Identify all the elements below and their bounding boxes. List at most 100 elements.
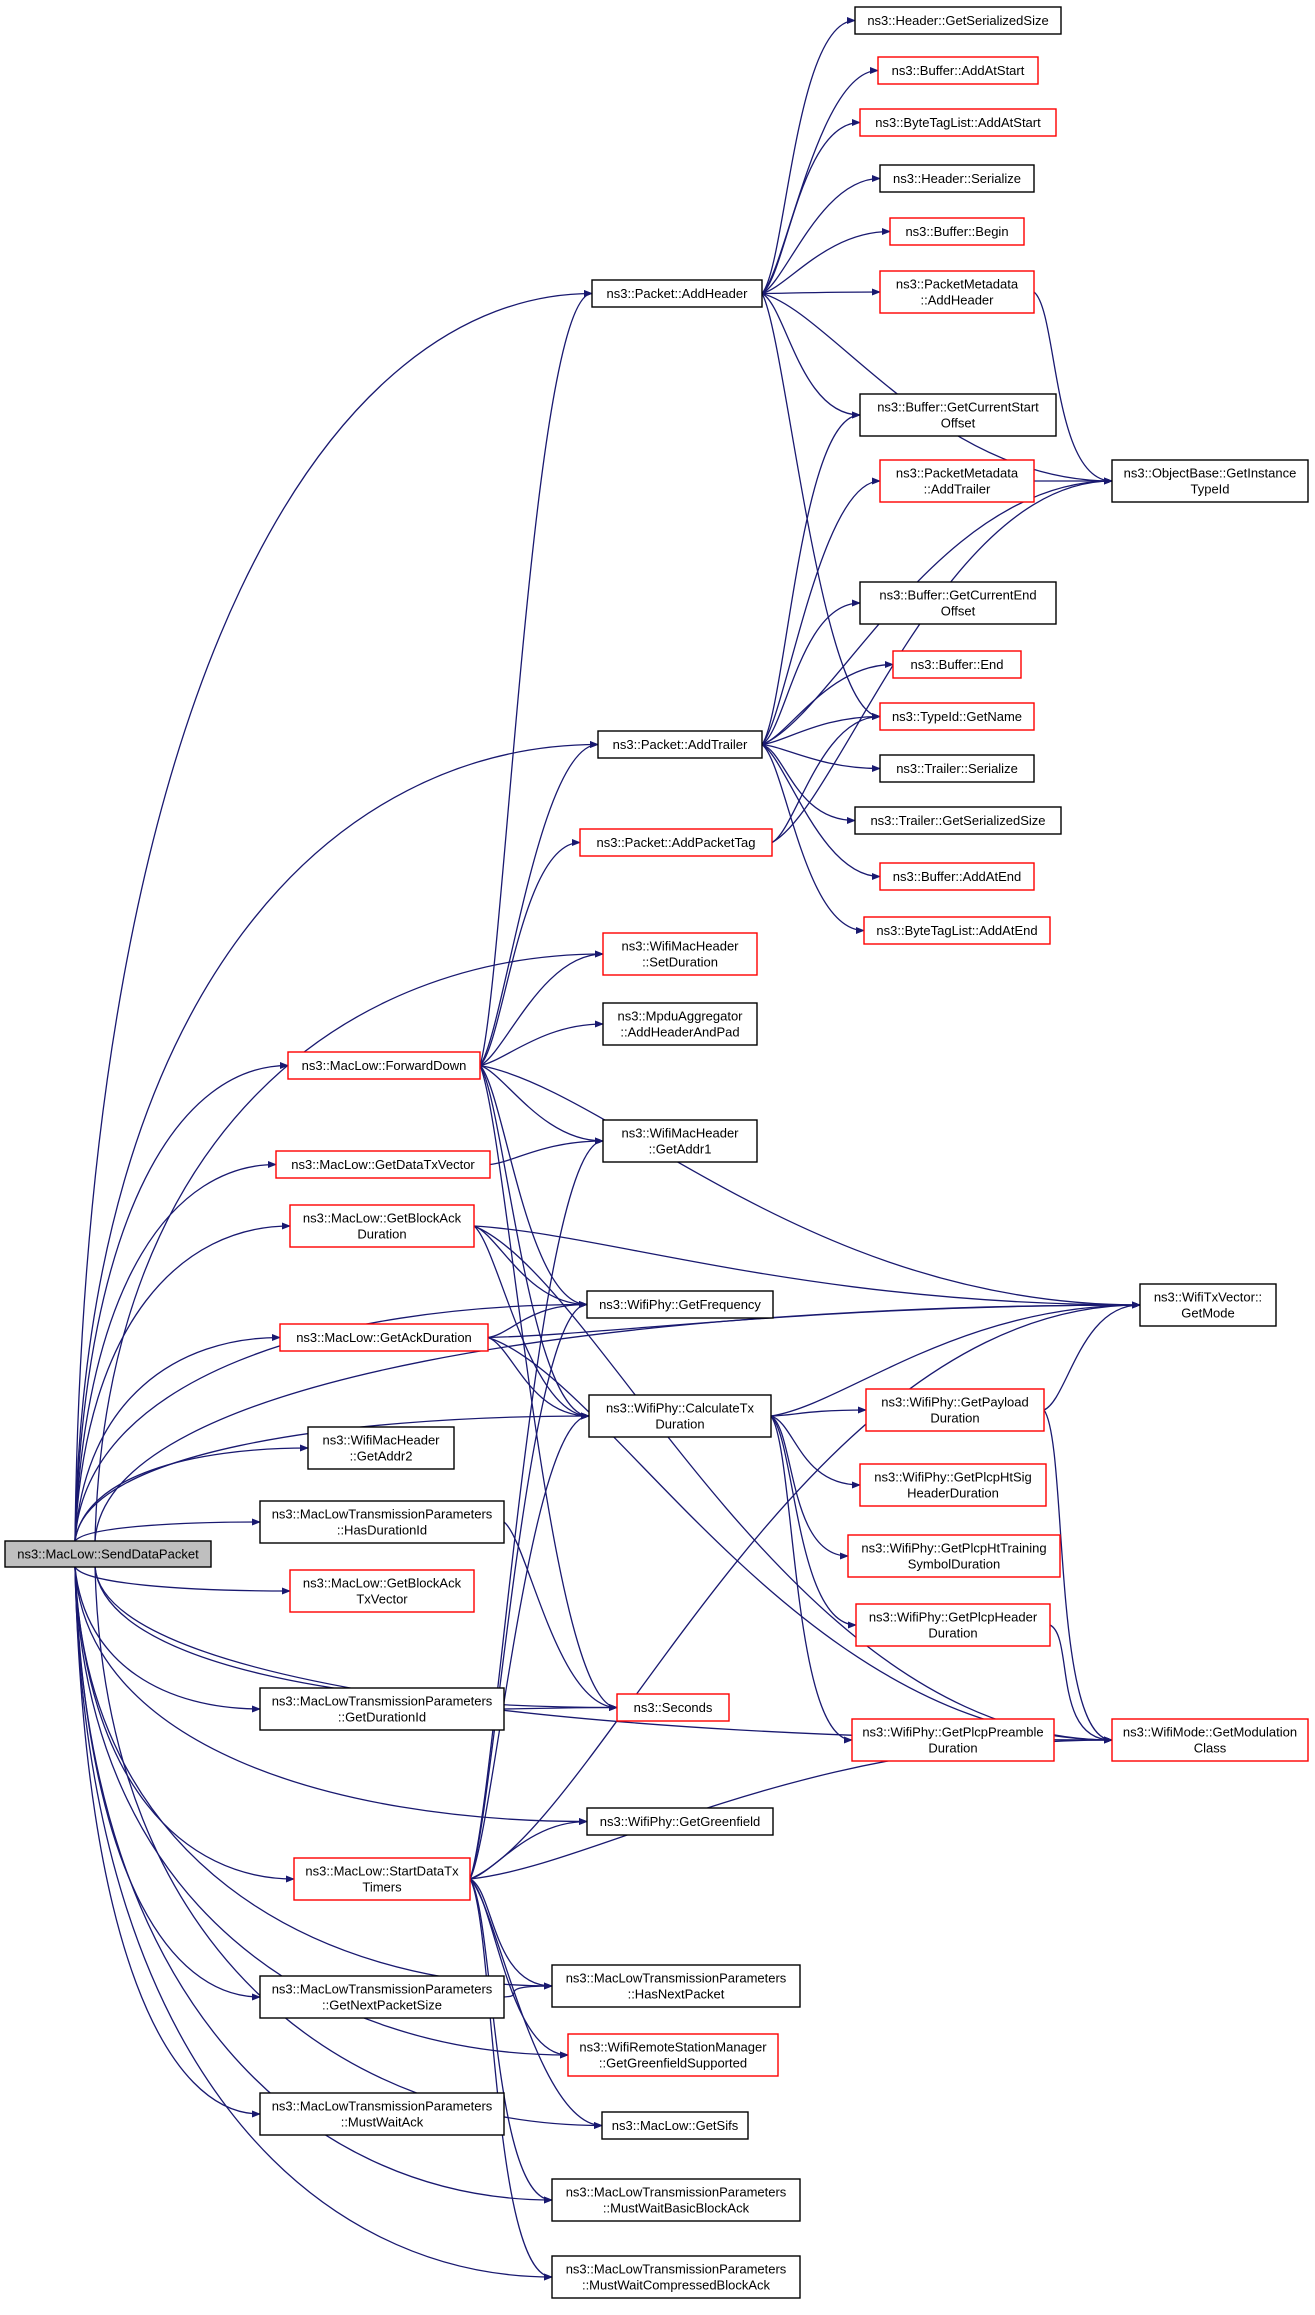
node-seconds[interactable]: ns3::Seconds xyxy=(616,1693,730,1722)
node-buf-end[interactable]: ns3::Buffer::End xyxy=(892,650,1022,679)
edge-wp-calctxdur-to-wtv-getmode xyxy=(770,1301,1141,1417)
node-box xyxy=(551,2178,801,2222)
edge-ml-getackdur-to-wp-calctxdur xyxy=(487,1336,590,1420)
edge-root-to-wm-getmodclass xyxy=(94,1566,1113,1744)
node-pkt-addheader[interactable]: ns3::Packet::AddHeader xyxy=(591,279,763,308)
node-typeid-getname[interactable]: ns3::TypeId::GetName xyxy=(879,702,1035,731)
node-label: ns3::WifiMacHeader xyxy=(621,939,739,954)
edge-wp-calctxdur-to-wp-plcphdrdur xyxy=(770,1415,857,1629)
edge-ml-startdatatx-to-mltp-hasnextpkt xyxy=(469,1878,553,1990)
edge-mltp-getdurid-to-seconds xyxy=(503,1703,618,1712)
edge-root-to-wmh-setduration xyxy=(94,950,604,1542)
node-label: ::GetNextPacketSize xyxy=(322,1998,442,2013)
node-wp-getgreenfield[interactable]: ns3::WifiPhy::GetGreenfield xyxy=(586,1807,774,1836)
node-btl-addatend[interactable]: ns3::ByteTagList::AddAtEnd xyxy=(863,916,1051,945)
edge-root-to-ml-getblockackdur xyxy=(74,1222,291,1542)
node-wtv-getmode[interactable]: ns3::WifiTxVector::GetMode xyxy=(1139,1283,1277,1327)
edge-root-to-seconds xyxy=(94,1566,618,1712)
node-ml-getsifs[interactable]: ns3::MacLow::GetSifs xyxy=(601,2111,749,2140)
node-mltp-getnextpktsize[interactable]: ns3::MacLowTransmissionParameters::GetNe… xyxy=(259,1975,505,2019)
node-pkt-addtrailer[interactable]: ns3::Packet::AddTrailer xyxy=(597,730,763,759)
node-label: ns3::MacLow::SendDataPacket xyxy=(17,1547,199,1562)
node-pm-addtrailer[interactable]: ns3::PacketMetadata::AddTrailer xyxy=(879,459,1035,503)
node-wmh-getaddr1[interactable]: ns3::WifiMacHeader::GetAddr1 xyxy=(602,1119,758,1163)
node-wp-getfreq[interactable]: ns3::WifiPhy::GetFrequency xyxy=(586,1290,774,1319)
edge-ml-forwarddown-to-wmh-getaddr1 xyxy=(479,1064,604,1145)
edge-ml-startdatatx-to-wtv-getmode xyxy=(469,1301,1141,1880)
node-label: ns3::TypeId::GetName xyxy=(892,709,1022,724)
node-root[interactable]: ns3::MacLow::SendDataPacket xyxy=(4,1540,212,1568)
edge-ml-getblockackdur-to-wp-getfreq xyxy=(473,1225,588,1309)
node-pkt-addpackettag[interactable]: ns3::Packet::AddPacketTag xyxy=(579,828,773,857)
node-buf-addatend[interactable]: ns3::Buffer::AddAtEnd xyxy=(879,862,1035,891)
node-mltp-hasdurid[interactable]: ns3::MacLowTransmissionParameters::HasDu… xyxy=(259,1500,505,1544)
edge-ml-startdatatx-to-wmh-getaddr1 xyxy=(469,1137,604,1880)
edge-pkt-addheader-to-hdr-getsize xyxy=(761,16,856,294)
edge-root-to-wp-calctxdur xyxy=(74,1412,590,1542)
edge-pkt-addtrailer-to-trl-serialize xyxy=(761,743,881,773)
node-wp-httraining[interactable]: ns3::WifiPhy::GetPlcpHtTrainingSymbolDur… xyxy=(847,1534,1061,1578)
node-box xyxy=(877,56,1039,85)
node-btl-addatstart[interactable]: ns3::ByteTagList::AddAtStart xyxy=(859,108,1057,137)
node-box xyxy=(859,393,1057,437)
node-label: ns3::Buffer::GetCurrentEnd xyxy=(879,588,1036,603)
node-trl-serialize[interactable]: ns3::Trailer::Serialize xyxy=(879,754,1035,783)
node-label: ns3::MacLowTransmissionParameters xyxy=(272,2099,493,2114)
node-label: ns3::MacLow::GetDataTxVector xyxy=(291,1157,475,1172)
edge-root-to-wp-getfreq xyxy=(74,1300,588,1542)
node-box xyxy=(879,702,1035,731)
node-wrsm-greenfield[interactable]: ns3::WifiRemoteStationManager::GetGreenf… xyxy=(567,2033,779,2077)
node-wmh-setduration[interactable]: ns3::WifiMacHeader::SetDuration xyxy=(602,932,758,976)
node-label: Duration xyxy=(357,1227,406,1242)
node-mltp-mustwaitcomp[interactable]: ns3::MacLowTransmissionParameters::MustW… xyxy=(551,2255,801,2299)
node-wmh-getaddr2[interactable]: ns3::WifiMacHeader::GetAddr2 xyxy=(307,1426,455,1470)
node-buf-addatstart[interactable]: ns3::Buffer::AddAtStart xyxy=(877,56,1039,85)
node-label: ns3::WifiPhy::GetPayload xyxy=(881,1395,1028,1410)
node-label: ::GetAddr2 xyxy=(350,1449,413,1464)
node-hdr-getsize[interactable]: ns3::Header::GetSerializedSize xyxy=(854,6,1062,35)
node-pm-addheader[interactable]: ns3::PacketMetadata::AddHeader xyxy=(879,270,1035,314)
node-ml-getdatatxvector[interactable]: ns3::MacLow::GetDataTxVector xyxy=(275,1150,491,1179)
node-mpdu-addhdr[interactable]: ns3::MpduAggregator::AddHeaderAndPad xyxy=(602,1002,758,1046)
edge-ml-getdatatxvector-to-wmh-getaddr1 xyxy=(489,1137,604,1166)
edge-pkt-addheader-to-pm-addheader xyxy=(761,288,881,296)
edge-ml-forwarddown-to-seconds xyxy=(479,1065,618,1712)
edge-root-to-mltp-mustwaitack xyxy=(74,1566,261,2118)
node-buf-begin[interactable]: ns3::Buffer::Begin xyxy=(889,217,1025,246)
node-label: ns3::Buffer::AddAtStart xyxy=(892,63,1025,78)
edge-wp-calctxdur-to-wp-getpayloaddur xyxy=(770,1406,867,1417)
node-mltp-mustwaitack[interactable]: ns3::MacLowTransmissionParameters::MustW… xyxy=(259,2092,505,2136)
edge-wp-getpayloaddur-to-wm-getmodclass xyxy=(1043,1409,1113,1744)
node-ml-forwarddown[interactable]: ns3::MacLow::ForwardDown xyxy=(287,1051,481,1080)
node-trl-getsize[interactable]: ns3::Trailer::GetSerializedSize xyxy=(854,806,1062,835)
node-mltp-hasnextpkt[interactable]: ns3::MacLowTransmissionParameters::HasNe… xyxy=(551,1964,801,2008)
node-box xyxy=(586,1290,774,1319)
edge-pkt-addtrailer-to-buf-addatend xyxy=(761,743,881,881)
edge-pkt-addtrailer-to-buf-curend xyxy=(761,599,861,746)
edge-ml-startdatatx-to-mltp-mustwaitbasic xyxy=(469,1878,553,2204)
node-box xyxy=(1111,1718,1309,1762)
node-hdr-serialize[interactable]: ns3::Header::Serialize xyxy=(879,164,1035,193)
node-label: GetMode xyxy=(1181,1306,1234,1321)
node-label: ns3::Packet::AddPacketTag xyxy=(597,835,756,850)
node-box xyxy=(854,806,1062,835)
node-mltp-getdurid[interactable]: ns3::MacLowTransmissionParameters::GetDu… xyxy=(259,1687,505,1731)
node-label: ns3::Header::Serialize xyxy=(893,171,1021,186)
edge-root-to-ml-getblockacktxvec xyxy=(74,1566,291,1595)
node-label: ns3::WifiPhy::GetPlcpHtTraining xyxy=(861,1541,1046,1556)
edge-ml-getblockackdur-to-wm-getmodclass xyxy=(473,1225,1113,1744)
node-mltp-mustwaitbasic[interactable]: ns3::MacLowTransmissionParameters::MustW… xyxy=(551,2178,801,2222)
node-ml-getackdur[interactable]: ns3::MacLow::GetAckDuration xyxy=(279,1323,489,1352)
